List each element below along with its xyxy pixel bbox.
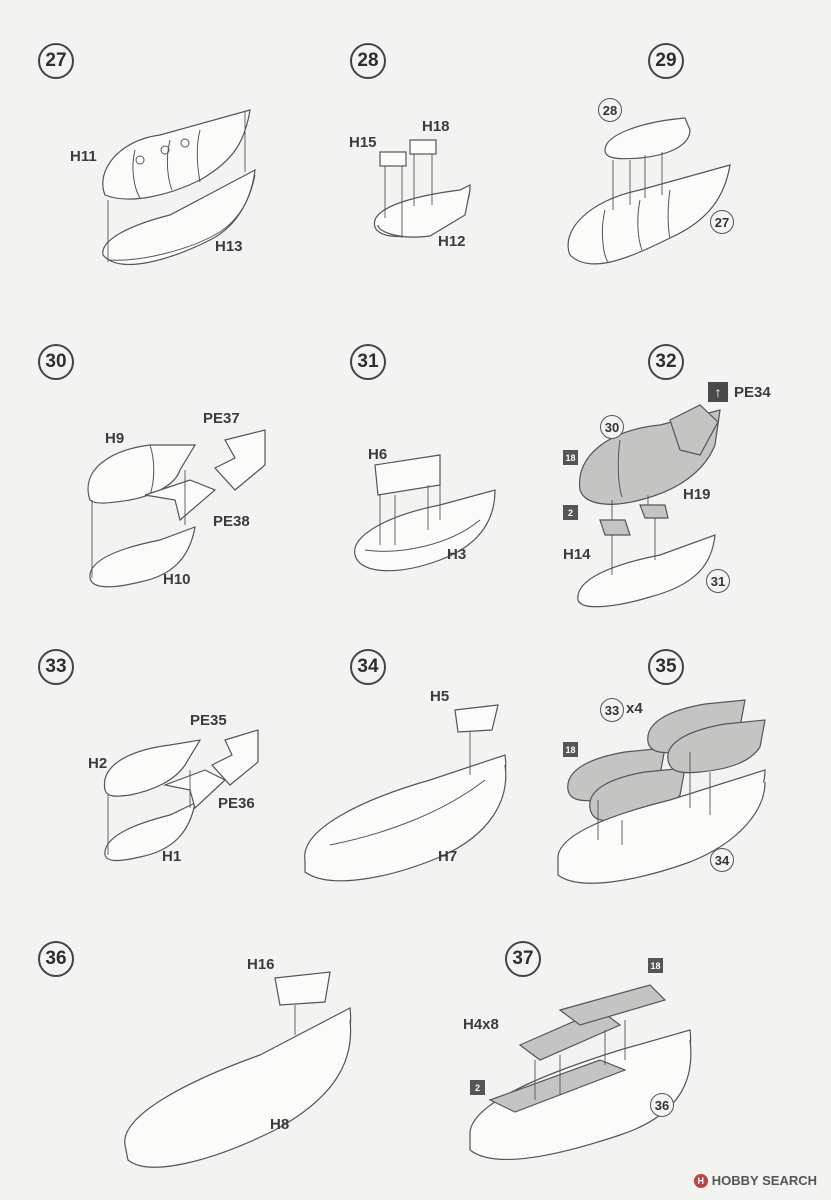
part-label-h1: H1 [162,848,182,865]
ref-step-33: 33 [600,698,624,722]
step-31-drawing [354,454,496,572]
paint-chip-2: 2 [470,1080,485,1095]
step-35-number: 35 [648,649,684,685]
step-29-drawing [567,117,731,265]
part-label-h11: H11 [70,148,97,165]
step-33-drawing [103,729,259,862]
ref-step-27: 27 [710,210,734,234]
step-37-number: 37 [505,941,541,977]
part-label-pe37: PE37 [203,410,240,427]
part-label-h4x8: H4x8 [463,1016,499,1033]
step-37-drawing [469,984,692,1160]
paint-chip-18: 18 [563,742,578,757]
paint-chip-2: 2 [563,505,578,520]
paint-chip-18: 18 [563,450,578,465]
step-28-number: 28 [350,43,386,79]
step-31-number: 31 [350,344,386,380]
part-label-pe35: PE35 [190,712,227,729]
part-label-h10: H10 [163,571,191,588]
part-label-pe38: PE38 [213,513,250,530]
part-label-h2: H2 [88,755,108,772]
step-30-number: 30 [38,344,74,380]
part-label-h3: H3 [447,546,467,563]
ref-step-30: 30 [600,415,624,439]
part-label-h15: H15 [349,134,377,151]
ref-step-36: 36 [650,1093,674,1117]
part-label-h16: H16 [247,956,275,973]
step-35-drawing [557,699,766,884]
part-label-h7: H7 [438,848,458,865]
step-29-number: 29 [648,43,684,79]
part-label-h9: H9 [105,430,125,447]
step-27-number: 27 [38,43,74,79]
part-label-h12: H12 [438,233,466,250]
part-label-h5: H5 [430,688,450,705]
part-label-h18: H18 [422,118,450,135]
part-label-pe36: PE36 [218,795,255,812]
paint-chip-18: 18 [648,958,663,973]
hobby-search-watermark: H HOBBY SEARCH [693,1173,817,1188]
step-34-drawing [304,704,507,882]
ref-step-34: 34 [710,848,734,872]
step-28-drawing [373,139,471,238]
step-30-drawing [87,429,266,588]
part-label-h6: H6 [368,446,388,463]
part-label-h13: H13 [215,238,243,255]
step-34-number: 34 [350,649,386,685]
hobby-search-logo-icon: H [693,1173,708,1188]
step-36-number: 36 [38,941,74,977]
step-32-drawing [577,404,721,608]
ref-step-28: 28 [598,98,622,122]
up-arrow-icon: ↑ [708,382,728,402]
step-27-drawing [102,109,256,266]
step-36-drawing [124,971,352,1168]
part-label-pe34: PE34 [734,384,771,401]
step-33-number: 33 [38,649,74,685]
step-32-number: 32 [648,344,684,380]
quantity-label-x4: x4 [626,700,643,717]
part-label-h14: H14 [563,546,591,563]
part-label-h8: H8 [270,1116,290,1133]
ref-step-31: 31 [706,569,730,593]
hobby-search-brand: HOBBY SEARCH [711,1173,817,1188]
part-label-h19: H19 [683,486,711,503]
